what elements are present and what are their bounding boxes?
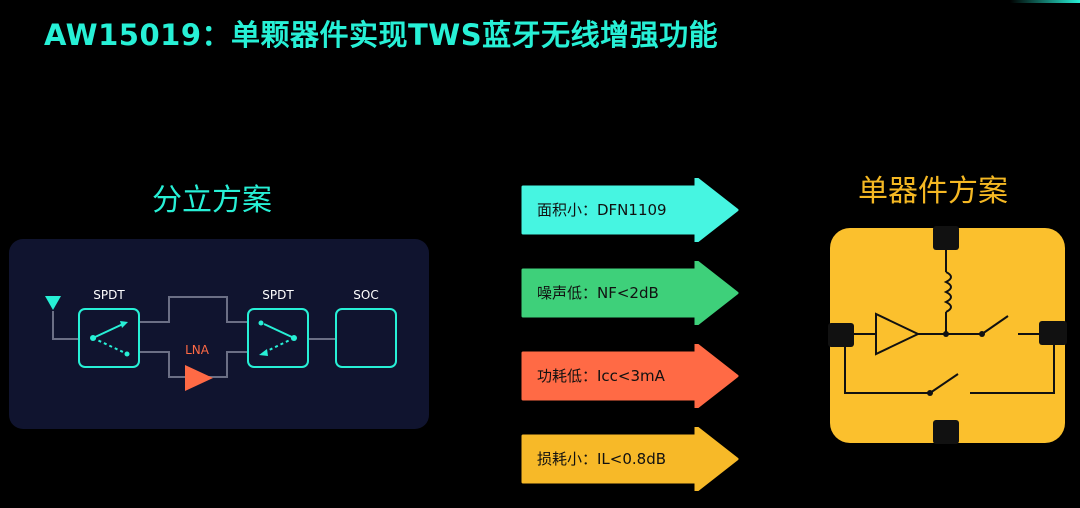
antenna-icon bbox=[45, 296, 61, 310]
discrete-solution-diagram: SPDT LNA SPDT SOC bbox=[9, 239, 429, 429]
pad-right bbox=[1039, 321, 1067, 345]
spdt-right-box bbox=[247, 308, 309, 368]
soc-box bbox=[335, 308, 397, 368]
feature-arrow-area: 面积小：DFN1109 bbox=[519, 178, 739, 242]
page-title: AW15019：单颗器件实现TWS蓝牙无线增强功能 bbox=[44, 18, 719, 52]
feature-label-noise: 噪声低：NF<2dB bbox=[537, 284, 659, 302]
pad-left bbox=[828, 323, 854, 347]
feature-arrow-power: 功耗低：Icc<3mA bbox=[519, 344, 739, 408]
discrete-solution-title: 分立方案 bbox=[152, 183, 272, 218]
lna-label: LNA bbox=[185, 343, 210, 357]
spdt-left-box bbox=[78, 308, 140, 368]
feature-arrow-noise: 噪声低：NF<2dB bbox=[519, 261, 739, 325]
single-device-diagram bbox=[828, 226, 1067, 444]
lna-amplifier-icon bbox=[185, 365, 213, 391]
feature-arrow-loss: 损耗小：IL<0.8dB bbox=[519, 427, 739, 491]
corner-glow bbox=[1010, 0, 1080, 3]
feature-label-area: 面积小：DFN1109 bbox=[537, 201, 667, 219]
lna-amplifier-icon bbox=[875, 312, 921, 356]
single-device-title: 单器件方案 bbox=[858, 174, 1008, 209]
pad-bottom bbox=[933, 420, 959, 444]
feature-label-power: 功耗低：Icc<3mA bbox=[537, 367, 665, 385]
feature-label-loss: 损耗小：IL<0.8dB bbox=[537, 450, 667, 468]
spdt-right-label: SPDT bbox=[262, 288, 294, 302]
soc-label: SOC bbox=[353, 288, 378, 302]
pad-top bbox=[933, 226, 959, 250]
spdt-left-label: SPDT bbox=[93, 288, 125, 302]
